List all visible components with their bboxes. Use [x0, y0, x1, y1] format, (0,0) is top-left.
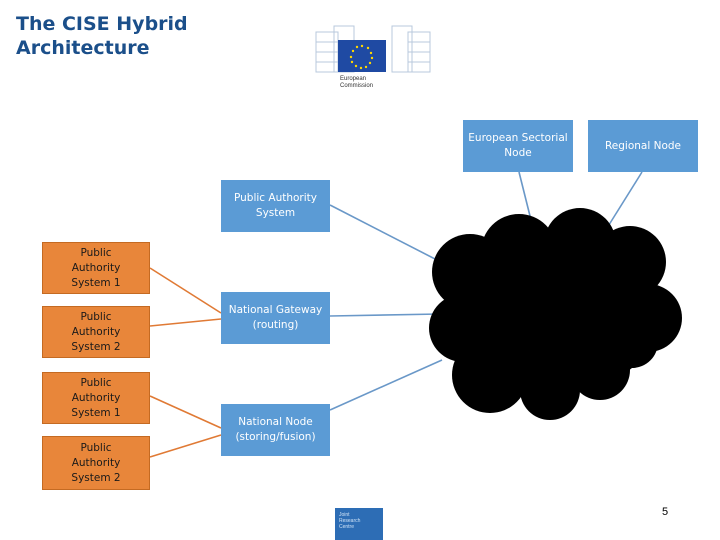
public-authority-system-node[interactable]: Public Authority System	[221, 180, 330, 232]
public-authority-system-1-bottom-label: Public Authority System 1	[71, 376, 121, 419]
european-sectorial-node-label: European Sectorial Node	[468, 132, 568, 159]
public-authority-system-label: Public Authority System	[233, 192, 317, 219]
public-authority-system-2-top[interactable]: Public Authority System 2	[42, 306, 150, 358]
public-authority-system-2-bottom[interactable]: Public Authority System 2	[42, 436, 150, 490]
public-authority-system-2-bottom-label: Public Authority System 2	[71, 441, 121, 484]
public-authority-system-2-top-label: Public Authority System 2	[71, 310, 121, 353]
public-authority-system-1-top-label: Public Authority System 1	[71, 246, 121, 289]
national-node[interactable]: National Node (storing/fusion)	[221, 404, 330, 456]
page-number: 5	[662, 506, 669, 518]
european-sectorial-node[interactable]: European Sectorial Node	[463, 120, 573, 172]
public-authority-system-1-top[interactable]: Public Authority System 1	[42, 242, 150, 294]
cise-network-cloud	[429, 208, 682, 420]
page-title: The CISE Hybrid Architecture	[16, 13, 188, 59]
regional-node-label: Regional Node	[604, 139, 682, 152]
regional-node[interactable]: Regional Node	[588, 120, 698, 172]
national-gateway-label: National Gateway (routing)	[228, 304, 323, 331]
national-node-label: National Node (storing/fusion)	[235, 416, 316, 443]
national-gateway-node[interactable]: National Gateway (routing)	[221, 292, 330, 344]
public-authority-system-1-bottom[interactable]: Public Authority System 1	[42, 372, 150, 424]
european-commission-logo	[315, 25, 431, 73]
